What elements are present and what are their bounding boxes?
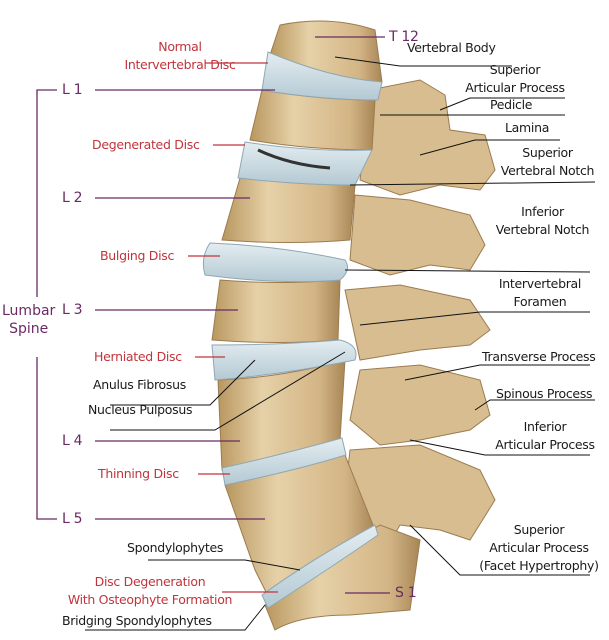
pedicle-label: Pedicle bbox=[490, 97, 533, 112]
disc-leaders bbox=[188, 62, 278, 593]
nucleus-pulposus-label: Nucleus Pulposus bbox=[88, 402, 193, 417]
ivn-line1: Inferior bbox=[521, 204, 564, 219]
inferior-vertebral-notch-label: Inferior Vertebral Notch bbox=[485, 203, 600, 239]
normal-disc-line2: Intervertebral Disc bbox=[124, 57, 236, 72]
foramen-line1: Intervertebral bbox=[498, 276, 582, 291]
lumbar-spine-line2: Spine bbox=[9, 321, 49, 337]
lumbar-spine-line1: Lumbar bbox=[2, 303, 56, 319]
level-s1: S 1 bbox=[395, 585, 417, 601]
osteophyte-disc-label: Disc Degeneration With Osteophyte Format… bbox=[50, 573, 250, 609]
anatomy-leaders bbox=[85, 56, 596, 631]
thinning-disc bbox=[221, 437, 347, 486]
superior-vertebral-notch-label: Superior Vertebral Notch bbox=[490, 144, 605, 180]
level-l4: L 4 bbox=[62, 433, 83, 449]
vertebral-body-label: Vertebral Body bbox=[407, 40, 496, 55]
lumbar-spine-label: Lumbar Spine bbox=[2, 302, 55, 338]
thinning-disc-label: Thinning Disc bbox=[98, 466, 179, 481]
normal-disc-label: Normal Intervertebral Disc bbox=[115, 38, 245, 74]
lumbar-bracket bbox=[36, 89, 57, 520]
bulging-disc-label: Bulging Disc bbox=[100, 248, 175, 263]
facet-hypertrophy-label: Superior Articular Process (Facet Hypert… bbox=[470, 521, 608, 575]
transverse-process-label: Transverse Process bbox=[482, 349, 596, 364]
foramen-line2: Foramen bbox=[513, 294, 567, 309]
degenerated-disc-label: Degenerated Disc bbox=[92, 137, 200, 152]
facet-line1: Superior bbox=[513, 522, 565, 537]
normal-disc-line1: Normal bbox=[158, 39, 202, 54]
level-l3: L 3 bbox=[62, 302, 83, 318]
degenerated-osteophyte-disc bbox=[261, 524, 379, 609]
facet-line3: (Facet Hypertrophy) bbox=[479, 558, 599, 573]
svn-line1: Superior bbox=[522, 145, 573, 160]
herniated-disc bbox=[211, 339, 357, 381]
facet-line2: Articular Process bbox=[489, 540, 589, 555]
sap-line1: Superior bbox=[489, 62, 541, 77]
lamina-label: Lamina bbox=[505, 120, 550, 135]
anulus-fibrosus-label: Anulus Fibrosus bbox=[93, 377, 186, 392]
superior-articular-process-label: Superior Articular Process bbox=[455, 61, 575, 97]
inferior-articular-process-label: Inferior Articular Process bbox=[485, 418, 605, 454]
level-l2: L 2 bbox=[62, 190, 83, 206]
spondylophytes-label: Spondylophytes bbox=[127, 540, 224, 555]
herniated-disc-label: Herniated Disc bbox=[94, 349, 182, 364]
ivn-line2: Vertebral Notch bbox=[495, 222, 590, 237]
iap-line1: Inferior bbox=[523, 419, 567, 434]
osteophyte-line1: Disc Degeneration bbox=[94, 574, 206, 589]
sap-line2: Articular Process bbox=[465, 80, 565, 95]
posterior-elements bbox=[339, 79, 496, 561]
level-t12: T 12 bbox=[389, 29, 419, 45]
level-leaders bbox=[95, 36, 390, 594]
svn-line2: Vertebral Notch bbox=[500, 163, 595, 178]
level-l5: L 5 bbox=[62, 511, 83, 527]
bulging-disc bbox=[202, 242, 349, 283]
osteophyte-line2: With Osteophyte Formation bbox=[67, 592, 233, 607]
iap-line2: Articular Process bbox=[495, 437, 595, 452]
bridging-spondylophytes-label: Bridging Spondylophytes bbox=[62, 613, 212, 628]
vertebra-l2 bbox=[221, 177, 356, 243]
intervertebral-foramen-label: Intervertebral Foramen bbox=[485, 275, 595, 311]
normal-disc bbox=[261, 51, 383, 101]
intervertebral-discs bbox=[202, 51, 383, 609]
vertebra-l3 bbox=[211, 279, 341, 343]
spinous-process-label: Spinous Process bbox=[496, 386, 593, 401]
level-l1: L 1 bbox=[62, 82, 83, 98]
